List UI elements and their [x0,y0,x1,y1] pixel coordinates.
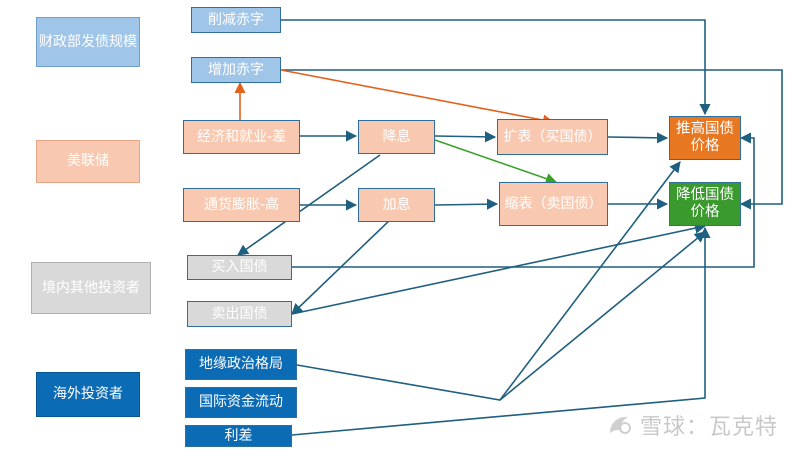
node-geopolitics-label: 地缘政治格局 [199,356,283,372]
arrow-spread-to-lower-price [291,226,711,436]
node-capital-flow: 国际资金流动 [185,387,297,418]
arrow-rate-cut-to-qe [434,131,497,143]
category-treasury: 财政部发债规模 [36,17,140,67]
node-lower-price: 降低国债价格 [669,182,741,226]
node-inflation-high-label: 通货膨胀-高 [203,196,280,213]
node-rate-hike: 加息 [358,188,435,222]
arrow-geopolitics-to-raise-price [499,161,681,401]
node-raise-price-label: 推高国债价格 [676,121,734,154]
node-qt: 缩表（卖国债） [499,182,608,226]
node-geopolitics: 地缘政治格局 [185,349,297,380]
category-domestic-investors: 境内其他投资者 [31,262,151,314]
category-fed: 美联储 [36,140,140,183]
node-raise-price: 推高国债价格 [669,116,741,160]
snowball-logo-icon [610,416,631,434]
node-spread: 利差 [185,425,292,447]
arrow-rate-cut-to-qt [434,139,558,184]
category-treasury-label: 财政部发债规模 [39,33,137,50]
watermark: 雪球：瓦克特 [606,410,778,440]
arrow-cut-deficit-to-raise-price [281,19,711,116]
arrow-rate-hike-to-qt [434,198,499,210]
arrow-sell-bonds-to-lower-price [291,222,707,315]
node-qt-label: 缩表（卖国债） [504,195,603,212]
node-increase-deficit-label: 增加赤字 [208,61,264,78]
node-cut-deficit-label: 削减赤字 [208,11,264,28]
arrow-qe-to-raise-price [607,132,669,144]
arrow-rate-hike-to-sell-bonds [291,217,393,315]
node-economy-weak: 经济和就业-差 [183,120,300,154]
node-qe-label: 扩表（买国债） [503,128,602,145]
category-overseas-label: 海外投资者 [53,386,123,402]
watermark-text: 雪球：瓦克特 [640,415,779,440]
node-cut-deficit: 削减赤字 [191,7,281,33]
arrow-increase-deficit-to-lower-price [281,69,783,210]
node-spread-label: 利差 [224,427,253,444]
category-domestic-label: 境内其他投资者 [42,279,140,296]
node-economy-weak-label: 经济和就业-差 [196,128,287,145]
arrow-rate-cut-to-buy-bonds [237,154,381,256]
category-fed-label: 美联储 [67,153,109,169]
node-buy-bonds: 买入国债 [187,255,292,280]
node-lower-price-label: 降低国债价格 [676,187,734,220]
node-capital-flow-label: 国际资金流动 [199,394,283,410]
node-sell-bonds: 卖出国债 [187,301,292,327]
node-rate-hike-label: 加息 [382,196,411,213]
node-rate-cut: 降息 [358,120,435,154]
node-rate-cut-label: 降息 [382,128,411,145]
arrow-increase-deficit-to-qe [280,69,555,126]
node-increase-deficit: 增加赤字 [191,57,281,83]
node-qe: 扩表（买国债） [497,119,608,155]
node-buy-bonds-label: 买入国债 [211,259,268,275]
node-inflation-high: 通货膨胀-高 [183,188,300,222]
category-overseas-investors: 海外投资者 [36,372,140,417]
arrow-geopolitics-to-lower-price [296,231,706,401]
node-sell-bonds-label: 卖出国债 [211,305,268,322]
arrow-buy-bonds-to-raise-price [292,132,755,268]
